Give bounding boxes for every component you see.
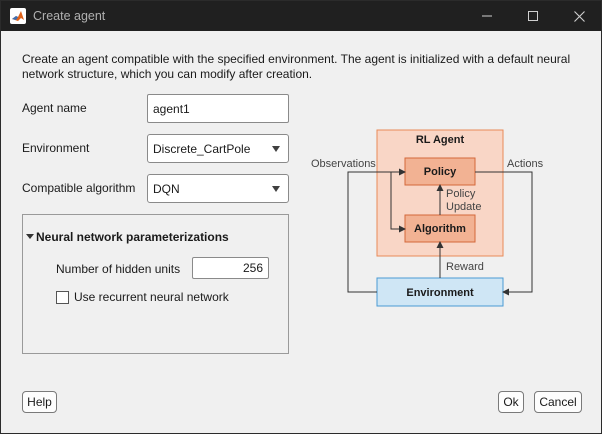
policy-update-label-2: Update xyxy=(446,201,481,213)
environment-block-label: Environment xyxy=(406,287,474,299)
algorithm-dropdown[interactable]: DQN xyxy=(147,174,289,203)
recurrent-checkbox[interactable] xyxy=(56,291,69,304)
ok-button[interactable]: Ok xyxy=(498,391,524,413)
environment-label: Environment xyxy=(22,141,90,155)
observations-algorithm-arrow xyxy=(390,172,406,233)
minimize-button[interactable] xyxy=(464,1,510,31)
cancel-button[interactable]: Cancel xyxy=(534,391,582,413)
minimize-icon xyxy=(482,15,492,17)
algorithm-block-label: Algorithm xyxy=(414,223,466,235)
observations-label: Observations xyxy=(311,158,376,170)
close-icon xyxy=(573,10,585,22)
rl-diagram: RL Agent Policy Algorithm Environment Ob… xyxy=(311,129,544,307)
environment-value: Discrete_CartPole xyxy=(153,141,251,156)
chevron-down-icon xyxy=(272,145,280,152)
description-text: Create an agent compatible with the spec… xyxy=(22,52,571,81)
algorithm-value: DQN xyxy=(153,181,180,196)
algorithm-label: Compatible algorithm xyxy=(22,181,136,195)
hidden-units-label: Number of hidden units xyxy=(56,262,181,276)
rl-agent-label: RL Agent xyxy=(416,134,465,146)
help-button[interactable]: Help xyxy=(22,391,57,413)
agent-name-input[interactable] xyxy=(147,94,289,123)
maximize-icon xyxy=(528,11,538,21)
window-title: Create agent xyxy=(33,9,106,23)
policy-update-label-1: Policy xyxy=(446,188,476,200)
reward-label: Reward xyxy=(446,261,484,273)
recurrent-label: Use recurrent neural network xyxy=(74,290,229,304)
actions-label: Actions xyxy=(507,158,544,170)
panel-title[interactable]: Neural network parameterizations xyxy=(36,230,229,244)
actions-arrow xyxy=(475,171,533,296)
maximize-button[interactable] xyxy=(510,1,556,31)
observations-arrow xyxy=(347,168,406,293)
collapse-triangle-icon[interactable] xyxy=(26,234,34,239)
environment-dropdown[interactable]: Discrete_CartPole xyxy=(147,134,289,163)
matlab-icon xyxy=(10,8,26,24)
agent-name-label: Agent name xyxy=(22,101,87,115)
chevron-down-icon xyxy=(272,185,280,192)
title-bar: Create agent xyxy=(1,1,601,31)
policy-label: Policy xyxy=(424,166,457,178)
close-button[interactable] xyxy=(556,1,602,31)
nn-parameterizations-panel xyxy=(22,214,289,354)
hidden-units-input[interactable] xyxy=(192,257,269,279)
